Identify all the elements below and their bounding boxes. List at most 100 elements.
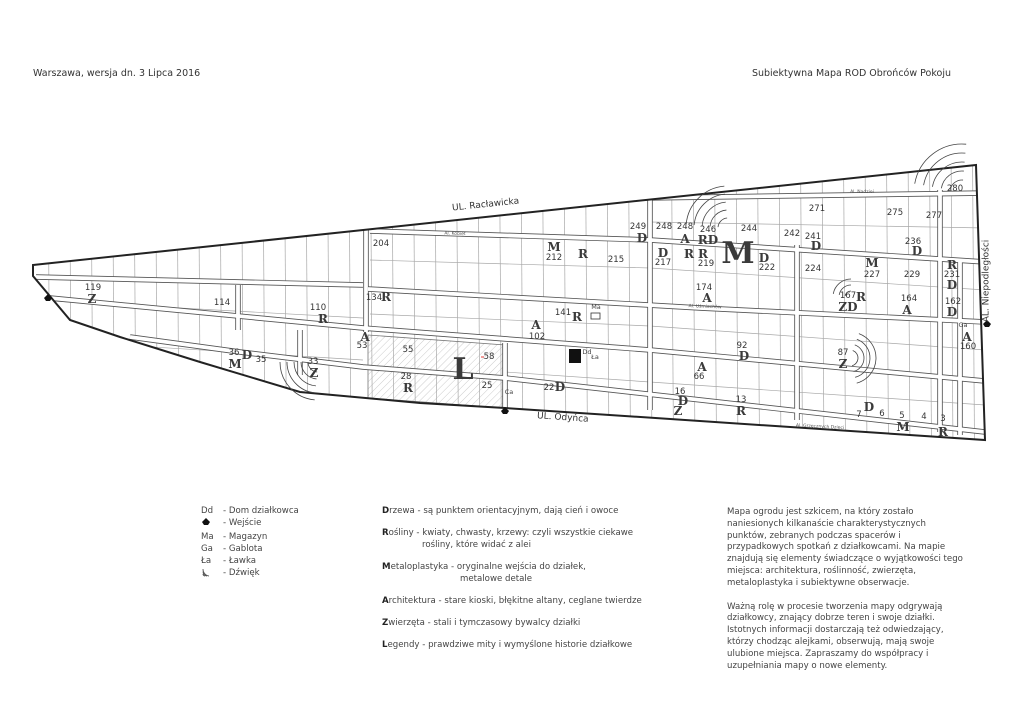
plot-divider	[198, 165, 201, 440]
category-marker: D	[636, 231, 648, 245]
plot-divider	[133, 165, 137, 440]
sound-arc	[307, 361, 318, 373]
sound-arc	[279, 361, 315, 401]
category-desc: - kwiaty, chwasty, krzewy: czyli wszystk…	[413, 528, 634, 538]
sound-arc	[832, 278, 852, 294]
category-name: wierzęta	[388, 618, 425, 628]
category-animals: Zwierzęta - stali i tymczasowy bywalcy d…	[382, 617, 642, 629]
plot-number: 134	[365, 292, 383, 303]
warehouse-icon	[590, 312, 601, 320]
plot-number: 3	[940, 413, 946, 424]
category-marker: Z	[673, 404, 683, 418]
category-marker: Z	[309, 366, 319, 380]
plot-number: 212	[545, 252, 563, 263]
sound-arc	[932, 161, 965, 187]
category-legends: Legendy - prawdziwe mity i wymyślone his…	[382, 639, 642, 651]
plot-number: 92	[736, 340, 748, 351]
category-marker: R	[938, 425, 948, 439]
plot-divider	[348, 165, 352, 440]
category-marker: D	[554, 380, 566, 394]
category-marker: M	[721, 236, 755, 271]
plot-number: 219	[697, 258, 715, 269]
plot-number: 280	[946, 183, 964, 194]
category-initial: R	[382, 528, 389, 538]
plot-divider	[305, 165, 309, 440]
category-marker: R	[947, 258, 957, 272]
sound-icon	[685, 185, 728, 228]
plot-number: 55	[402, 344, 414, 355]
legend-key: Ła	[201, 556, 212, 566]
plot-number: 4	[921, 411, 927, 422]
plot-divider	[757, 165, 760, 440]
category-marker: D	[946, 305, 958, 319]
category-initial: D	[382, 506, 390, 516]
alley-label: Al. Nadziei	[850, 189, 874, 195]
plot-number: 35	[255, 354, 267, 365]
plot-number: 160	[959, 341, 977, 352]
category-name: rzewa	[389, 506, 415, 516]
map-title: Subiektywna Mapa ROD Obrońców Pokoju	[751, 68, 951, 79]
plot-number: 162	[944, 296, 962, 307]
plot-divider	[950, 165, 954, 440]
sound-arc	[851, 350, 859, 367]
facility-label: Dd	[582, 347, 592, 356]
sound-arc	[701, 201, 726, 226]
sound-markers	[279, 143, 967, 401]
category-desc: - oryginalne wejścia do działek,	[448, 562, 586, 572]
plot-number: 6	[879, 408, 885, 419]
category-architecture: Architektura - stare kioski, błękitne al…	[382, 595, 642, 607]
sound-arc	[685, 185, 725, 225]
plot-number: 248	[655, 221, 673, 232]
category-marker: ZD	[838, 300, 858, 314]
plot-number: 217	[654, 257, 672, 268]
category-marker: A	[360, 330, 370, 344]
plot-divider	[413, 165, 416, 440]
plot-number: 25	[481, 380, 493, 391]
legend-label: - Dom działkowca	[223, 506, 299, 516]
plot-number: 215	[607, 254, 625, 265]
category-marker: D	[863, 400, 875, 414]
legend-key: Ga	[201, 544, 213, 554]
allotment-house-icon	[569, 349, 581, 363]
legend-label: - Ławka	[223, 556, 257, 566]
category-initial: Z	[382, 618, 389, 628]
sound-arc	[838, 284, 852, 296]
category-marker: R	[381, 290, 391, 304]
category-marker: D	[758, 251, 770, 265]
description-paragraph: Ważną rolę w procesie tworzenia mapy odg…	[727, 601, 944, 671]
category-marker: M	[228, 357, 242, 371]
category-name: egendy	[387, 640, 420, 650]
plot-divider	[886, 165, 889, 440]
plot-divider	[176, 165, 180, 440]
category-marker: A	[962, 330, 972, 344]
sound-arc	[855, 338, 871, 378]
plot-number: 13	[735, 394, 747, 405]
plot-number: 110	[309, 302, 327, 313]
plot-number: 248	[676, 221, 694, 232]
legend-label: - Magazyn	[223, 532, 268, 542]
category-legend: Drzewa - są punktem orientacyjnym, dają …	[382, 505, 642, 661]
plot-number: 58	[483, 351, 495, 362]
category-marker: RD	[697, 233, 719, 247]
plot-divider	[628, 165, 631, 440]
plot-number: 141	[554, 307, 572, 318]
category-marker: A	[531, 318, 541, 332]
symbol-legend: Dd- Dom działkowca - Wejście Ma- Magazyn…	[201, 505, 299, 581]
plot-number: 242	[783, 228, 801, 239]
plot-number: 164	[900, 293, 918, 304]
garden-boundary	[32, 163, 987, 442]
legend-item: Dd- Dom działkowca	[201, 505, 299, 517]
plot-divider	[262, 165, 266, 440]
plot-divider	[327, 165, 330, 440]
category-marker: D	[911, 244, 923, 258]
category-marker: D	[677, 394, 689, 408]
plot-number: 277	[925, 210, 943, 221]
plot-number: 246	[699, 224, 717, 235]
legend-label: - Gablota	[223, 544, 263, 554]
plot-number: 5	[899, 410, 905, 421]
category-marker: R	[736, 404, 746, 418]
category-plants: Rośliny - kwiaty, chwasty, krzewy: czyli…	[382, 527, 642, 551]
plot-number: 227	[863, 269, 881, 280]
plot-divider	[112, 165, 115, 440]
category-marker: Z	[87, 292, 97, 306]
